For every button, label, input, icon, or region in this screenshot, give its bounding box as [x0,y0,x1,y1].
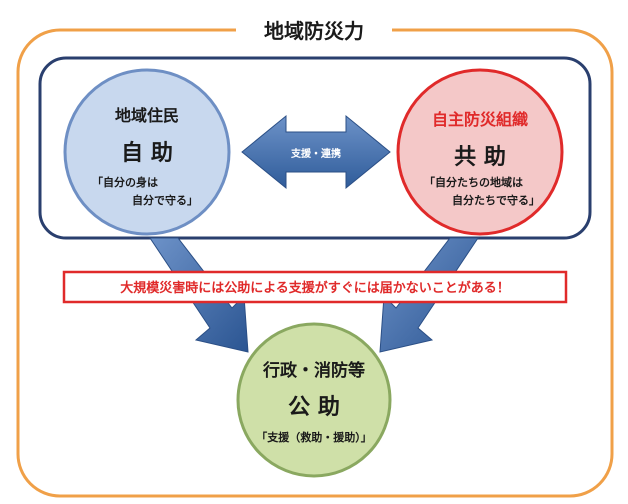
public-note: 「支援（救助・援助）」 [256,430,372,444]
frame-title: 地域防災力 [264,19,364,43]
link-label: 支援・連携 [290,147,341,160]
public-heading: 行政・消防等 [262,360,365,381]
organization-heading: 自主防災組織 [432,110,528,129]
frame-title-gap [236,18,392,44]
residents-note-line2: 自分で守る」 [132,193,198,207]
residents-role: 自 助 [121,140,173,166]
residents-heading: 地域住民 [115,106,179,125]
organization-note-line1: 「自分たちの地域は [424,175,523,189]
warning-box [62,270,568,304]
residents-note-line1: 「自分の身は [92,175,158,189]
residents-circle [63,68,231,236]
organization-note-line2: 自分たちで守る」 [452,193,540,207]
public-role: 公 助 [288,395,340,420]
warning-text: 大規模災害時には公助による支援がすぐには届かないことがある！ [120,280,510,296]
double-arrow [241,114,391,190]
organization-role: 共 助 [454,145,506,170]
organization-circle [396,68,564,236]
public-circle [236,322,392,478]
